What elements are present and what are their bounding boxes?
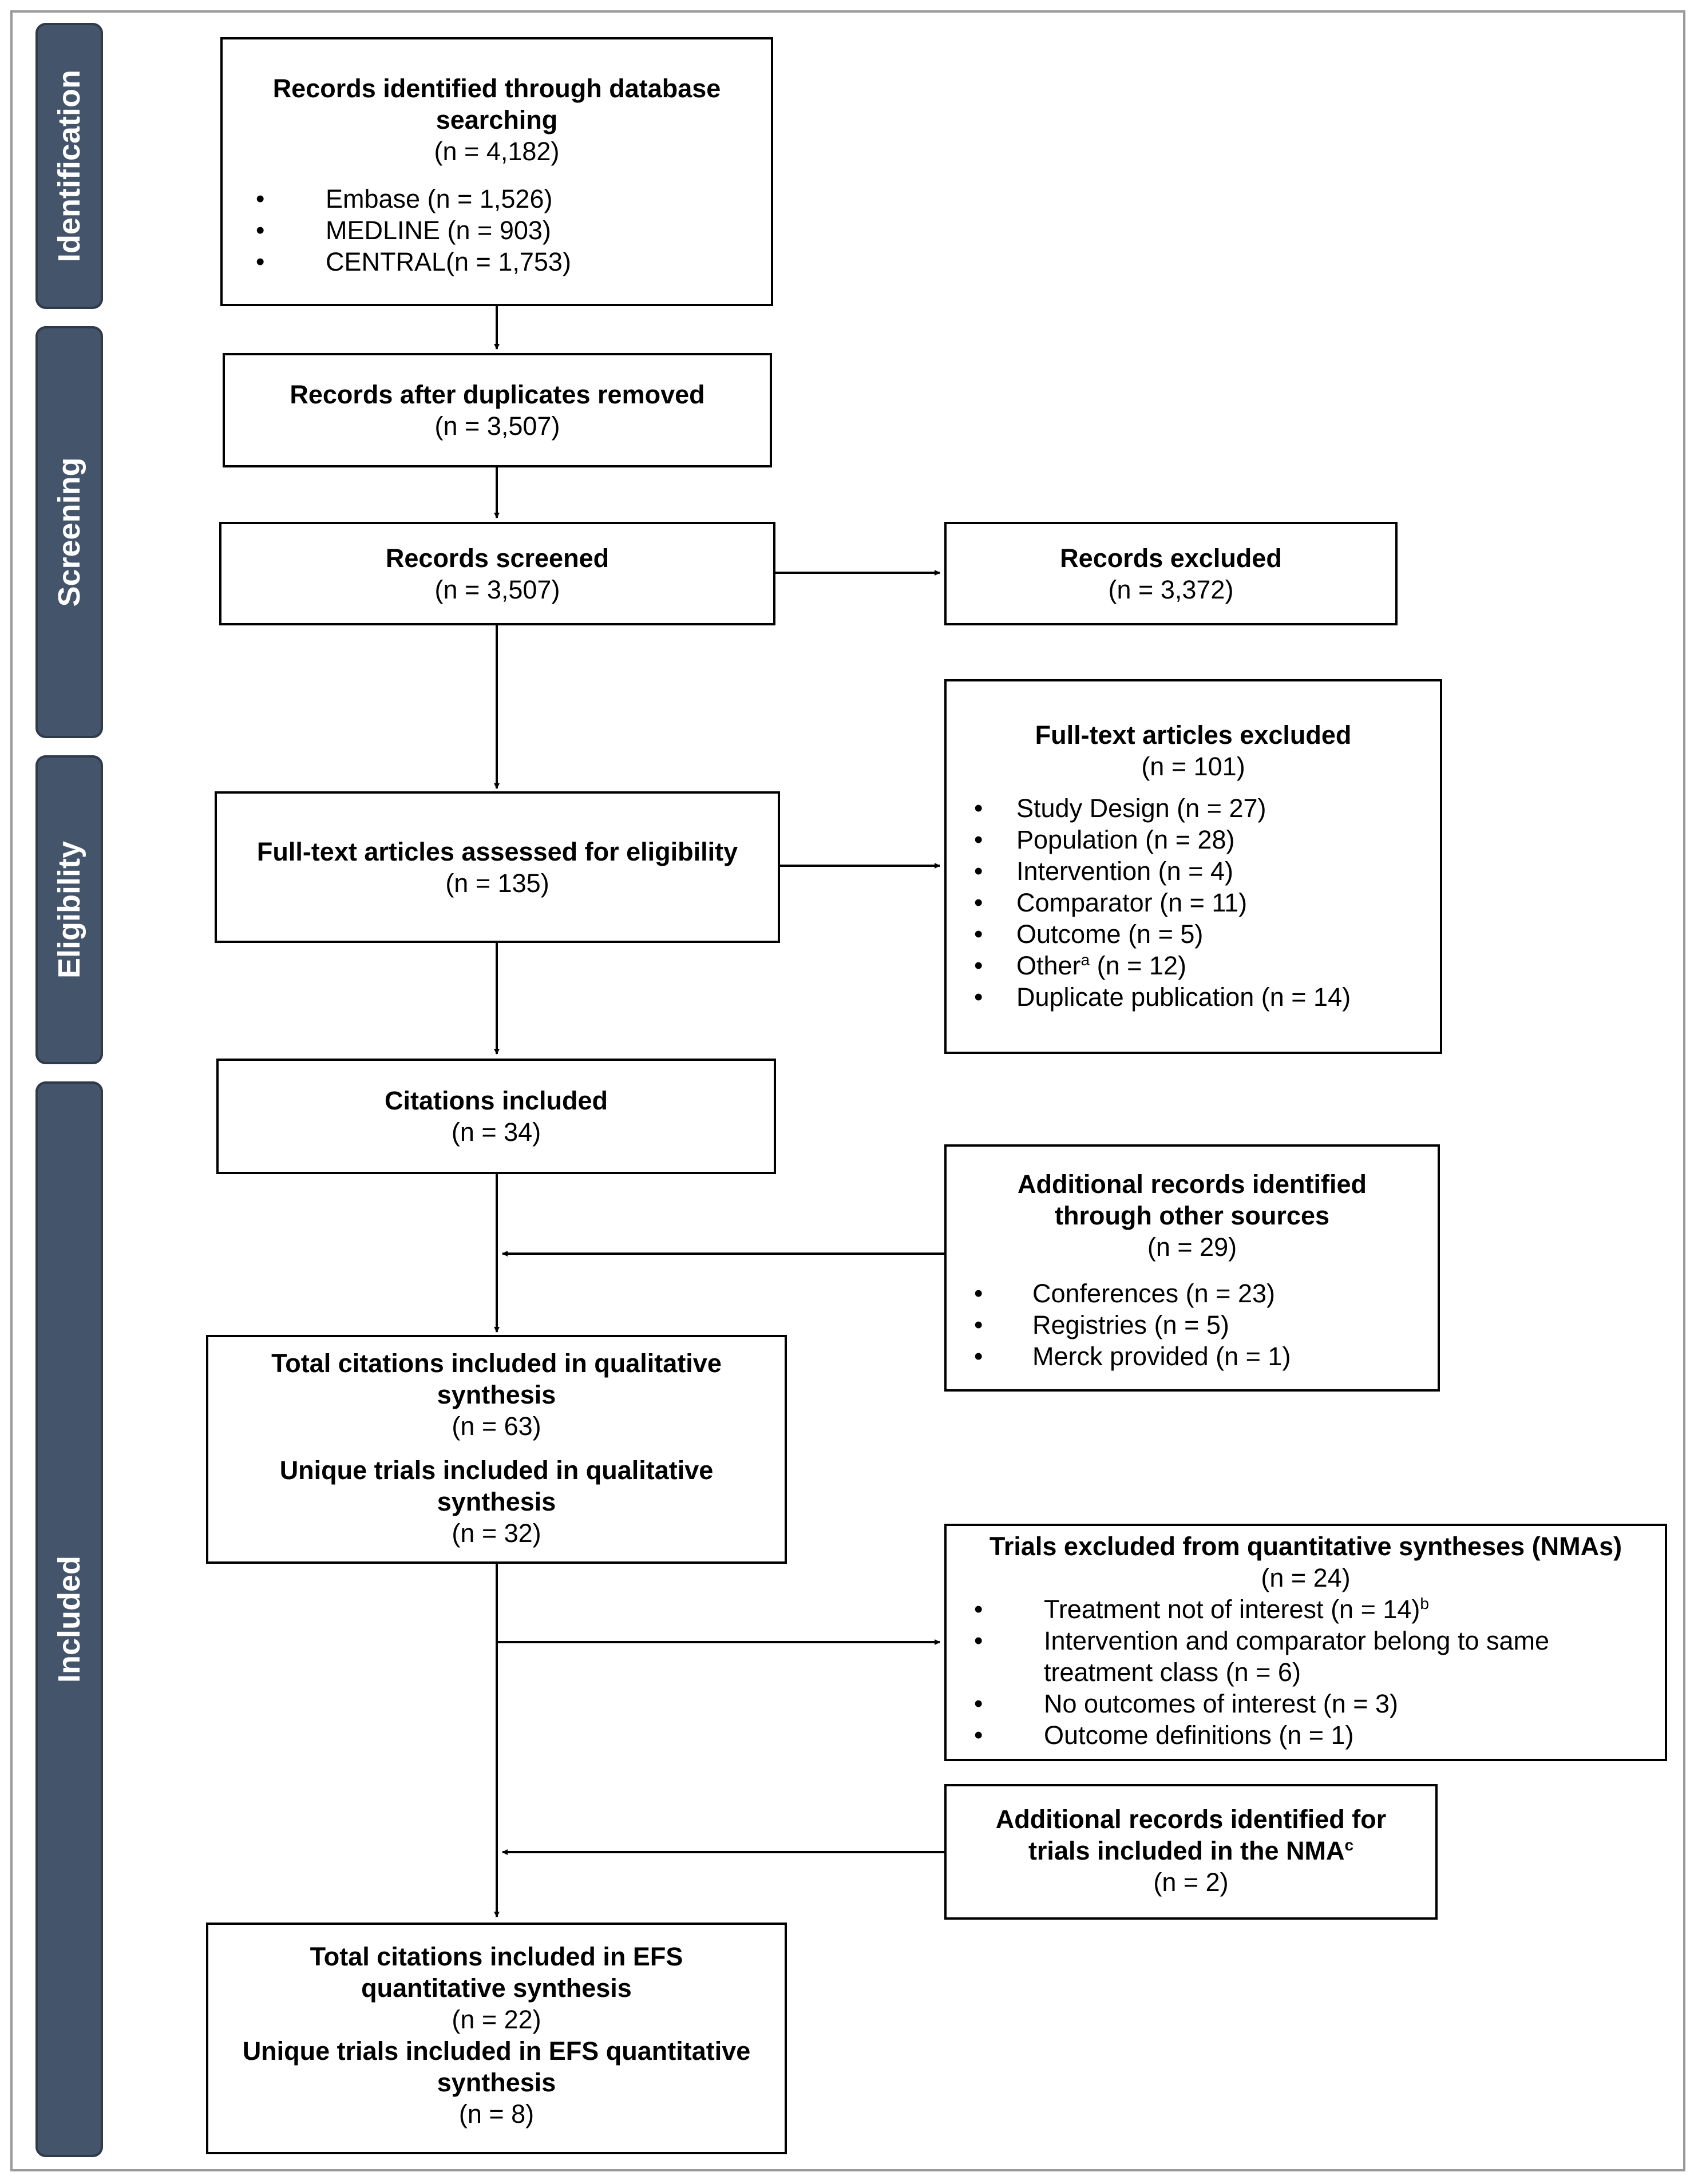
records-identified-title: Records identified through database sear…	[272, 74, 721, 134]
box-records-screened: Records screened (n = 3,507)	[219, 522, 775, 625]
source-item: MEDLINE (n = 903)	[234, 215, 759, 246]
efs-trials-title: Unique trials included in EFS quantitati…	[242, 2036, 751, 2097]
efs-citations-title: Total citations included in EFS quantita…	[310, 1942, 683, 2003]
fulltext-assessed-title: Full-text articles assessed for eligibil…	[256, 837, 738, 866]
reason-item: Duplicate publication (n = 14)	[952, 981, 1434, 1013]
trial-reason-item: Intervention and comparator belong to sa…	[952, 1625, 1659, 1688]
trials-excluded-reasons: Treatment not of interest (n = 14)b Inte…	[952, 1594, 1659, 1751]
box-trials-excluded: Trials excluded from quantitative synthe…	[944, 1524, 1667, 1761]
reason-item: Study Design (n = 27)	[952, 792, 1434, 824]
other-source-item: Merck provided (n = 1)	[952, 1341, 1432, 1372]
trial-reason-item: No outcomes of interest (n = 3)	[952, 1688, 1659, 1719]
box-records-identified: Records identified through database sear…	[220, 37, 773, 306]
qualitative-citations-title: Total citations included in qualitative …	[271, 1349, 722, 1409]
box-records-deduplicated: Records after duplicates removed (n = 3,…	[223, 353, 772, 467]
additional-other-count: (n = 29)	[1147, 1232, 1237, 1262]
records-identified-count: (n = 4,182)	[434, 137, 560, 166]
reason-item: Comparator (n = 11)	[952, 887, 1434, 918]
qualitative-trials-title: Unique trials included in qualitative sy…	[279, 1456, 714, 1516]
phase-screening: Screening	[35, 326, 103, 738]
box-records-excluded: Records excluded (n = 3,372)	[944, 522, 1398, 625]
citations-included-count: (n = 34)	[451, 1117, 541, 1147]
deduplicated-count: (n = 3,507)	[434, 411, 560, 441]
box-qualitative-synthesis: Total citations included in qualitative …	[206, 1335, 787, 1564]
screened-title: Records screened	[385, 543, 609, 573]
trial-reason-text: Treatment not of interest (n = 14)	[1044, 1595, 1420, 1624]
figure-frame	[10, 10, 1685, 2171]
fulltext-excluded-reasons: Study Design (n = 27) Population (n = 28…	[952, 792, 1434, 1013]
box-fulltext-excluded: Full-text articles excluded (n = 101) St…	[944, 679, 1442, 1054]
additional-other-title: Additional records identified through ot…	[1017, 1170, 1367, 1230]
footnote-c: c	[1344, 1836, 1354, 1854]
reason-item: Outcome (n = 5)	[952, 918, 1434, 950]
qualitative-trials-count: (n = 32)	[452, 1519, 541, 1548]
efs-trials-count: (n = 8)	[458, 2099, 535, 2128]
trial-reason-item: Treatment not of interest (n = 14)b	[952, 1594, 1659, 1625]
box-fulltext-assessed: Full-text articles assessed for eligibil…	[215, 791, 780, 943]
other-source-item: Registries (n = 5)	[952, 1309, 1432, 1341]
box-additional-other-sources: Additional records identified through ot…	[944, 1144, 1440, 1392]
citations-included-title: Citations included	[384, 1086, 608, 1115]
fulltext-assessed-count: (n = 135)	[445, 868, 549, 898]
reason-item-other: Othera (n = 12)	[952, 950, 1434, 981]
excluded-count: (n = 3,372)	[1108, 574, 1234, 604]
additional-nma-count: (n = 2)	[1153, 1868, 1229, 1897]
box-citations-included: Citations included (n = 34)	[216, 1059, 776, 1174]
reason-other-count: (n = 12)	[1090, 951, 1186, 980]
efs-citations-count: (n = 22)	[452, 2005, 541, 2034]
fulltext-excluded-count: (n = 101)	[1141, 752, 1245, 781]
records-identified-sources: Embase (n = 1,526) MEDLINE (n = 903) CEN…	[234, 183, 759, 278]
box-efs-quantitative-synthesis: Total citations included in EFS quantita…	[206, 1923, 787, 2154]
box-additional-nma-records: Additional records identified for trials…	[944, 1784, 1438, 1920]
reason-item: Population (n = 28)	[952, 824, 1434, 855]
screened-count: (n = 3,507)	[434, 574, 560, 604]
trials-excluded-title: Trials excluded from quantitative synthe…	[989, 1532, 1622, 1561]
other-source-item: Conferences (n = 23)	[952, 1278, 1432, 1309]
additional-nma-title-text: Additional records identified for trials…	[995, 1805, 1387, 1865]
fulltext-excluded-title: Full-text articles excluded	[1035, 720, 1352, 750]
additional-other-sources: Conferences (n = 23) Registries (n = 5) …	[952, 1278, 1432, 1372]
reason-item: Intervention (n = 4)	[952, 855, 1434, 887]
source-item: CENTRAL(n = 1,753)	[234, 246, 759, 278]
trial-reason-item: Outcome definitions (n = 1)	[952, 1719, 1659, 1751]
reason-other-label: Other	[1016, 951, 1081, 980]
footnote-b: b	[1420, 1595, 1429, 1612]
additional-nma-title: Additional records identified for trials…	[958, 1804, 1424, 1866]
footnote-a: a	[1080, 951, 1090, 969]
source-item: Embase (n = 1,526)	[234, 183, 759, 215]
trials-excluded-count: (n = 24)	[1261, 1563, 1351, 1592]
excluded-title: Records excluded	[1060, 543, 1282, 573]
deduplicated-title: Records after duplicates removed	[290, 380, 705, 409]
phase-eligibility: Eligibility	[35, 755, 103, 1064]
qualitative-citations-count: (n = 63)	[452, 1412, 541, 1441]
phase-identification: Identification	[35, 23, 103, 309]
phase-included: Included	[35, 1081, 103, 2157]
